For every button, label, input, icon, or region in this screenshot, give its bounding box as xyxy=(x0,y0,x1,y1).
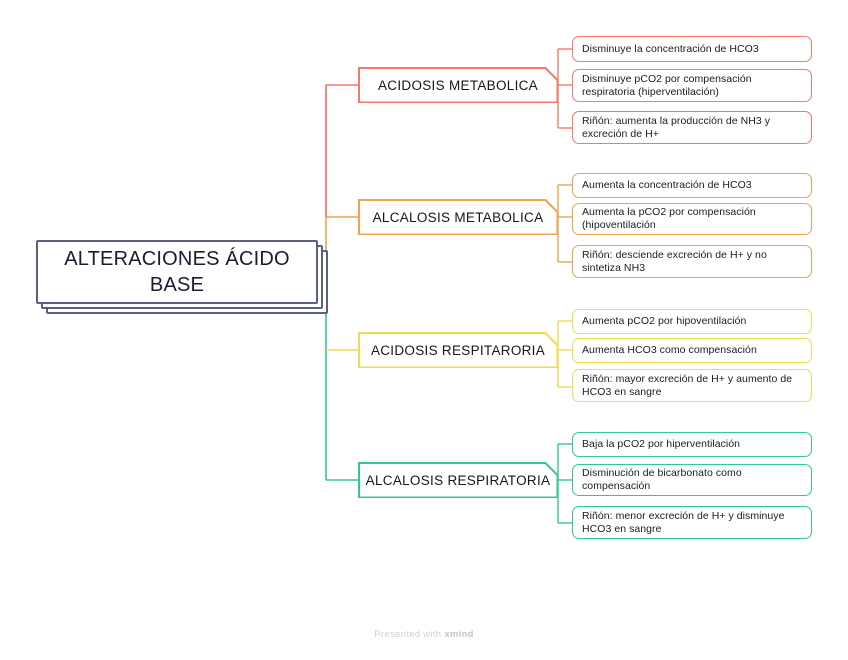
branch-node-alcalosis-metabolica[interactable]: ALCALOSIS METABOLICA xyxy=(358,199,558,235)
branch-face-3 xyxy=(360,334,557,367)
leaf-label-3-1: Aumenta pCO2 por hipoventilación xyxy=(582,315,747,327)
leaf-node-3-2[interactable]: Aumenta HCO3 como compensación xyxy=(572,338,812,363)
branch-face-2 xyxy=(360,201,557,234)
leaf-node-2-3[interactable]: Riñón: desciende excreción de H+ y no si… xyxy=(572,245,812,278)
leaf-label-1-1: Disminuye la concentración de HCO3 xyxy=(582,42,759,55)
root-node[interactable]: ALTERACIONES ÁCIDO BASE xyxy=(36,240,328,314)
leaf-node-4-3[interactable]: Riñón: menor excreción de H+ y disminuye… xyxy=(572,506,812,539)
leaf-node-3-3[interactable]: Riñón: mayor excreción de H+ y aumento d… xyxy=(572,369,812,402)
branch-node-acidosis-respiratoria[interactable]: ACIDOSIS RESPITARORIA xyxy=(358,332,558,368)
leaf-node-2-1[interactable]: Aumenta la concentración de HCO3 xyxy=(572,173,812,198)
leaf-node-3-1[interactable]: Aumenta pCO2 por hipoventilación xyxy=(572,309,812,334)
leaf-label-1-3: Riñón: aumenta la producción de NH3 y ex… xyxy=(582,114,771,140)
root-node-label: ALTERACIONES ÁCIDO BASE xyxy=(64,248,290,296)
xmind-watermark: Presented with xmind xyxy=(0,629,848,640)
leaf-label-1-2: Disminuye pCO2 por compensación respirat… xyxy=(582,72,752,98)
branch-label-3: ACIDOSIS RESPITARORIA xyxy=(370,342,546,358)
branch-label-2: ALCALOSIS METABOLICA xyxy=(372,209,544,225)
leaf-label-4-1: Baja la pCO2 por hiperventilación xyxy=(582,438,741,450)
leaf-node-1-1[interactable]: Disminuye la concentración de HCO3 xyxy=(572,36,812,62)
branch-node-acidosis-metabolica[interactable]: ACIDOSIS METABOLICA xyxy=(358,67,558,103)
leaf-label-4-2: Disminución de bicarbonato como compensa… xyxy=(582,467,742,492)
watermark-prefix: Presented with xyxy=(374,629,445,640)
leaf-label-4-3: Riñón: menor excreción de H+ y disminuye… xyxy=(582,509,785,535)
watermark-brand: xmind xyxy=(444,629,474,640)
branch-face-4 xyxy=(360,464,557,497)
leaf-label-3-2: Aumenta HCO3 como compensación xyxy=(582,344,757,356)
branch-label-4: ALCALOSIS RESPIRATORIA xyxy=(365,472,551,488)
leaf-node-1-2[interactable]: Disminuye pCO2 por compensación respirat… xyxy=(572,69,812,102)
leaf-label-2-2: Aumenta la pCO2 por compensación (hipove… xyxy=(582,206,756,231)
leaf-node-1-3[interactable]: Riñón: aumenta la producción de NH3 y ex… xyxy=(572,111,812,144)
leaf-node-2-2[interactable]: Aumenta la pCO2 por compensación (hipove… xyxy=(572,203,812,235)
leaf-label-3-3: Riñón: mayor excreción de H+ y aumento d… xyxy=(582,372,793,398)
branch-face-1 xyxy=(360,69,557,102)
leaf-node-4-2[interactable]: Disminución de bicarbonato como compensa… xyxy=(572,464,812,496)
branch-label-1: ACIDOSIS METABOLICA xyxy=(378,77,538,93)
leaf-label-2-3: Riñón: desciende excreción de H+ y no si… xyxy=(582,248,767,274)
branch-node-alcalosis-respiratoria[interactable]: ALCALOSIS RESPIRATORIA xyxy=(358,462,558,498)
root-node-front[interactable]: ALTERACIONES ÁCIDO BASE xyxy=(36,240,318,304)
leaf-label-2-1: Aumenta la concentración de HCO3 xyxy=(582,179,752,191)
leaf-node-4-1[interactable]: Baja la pCO2 por hiperventilación xyxy=(572,432,812,457)
